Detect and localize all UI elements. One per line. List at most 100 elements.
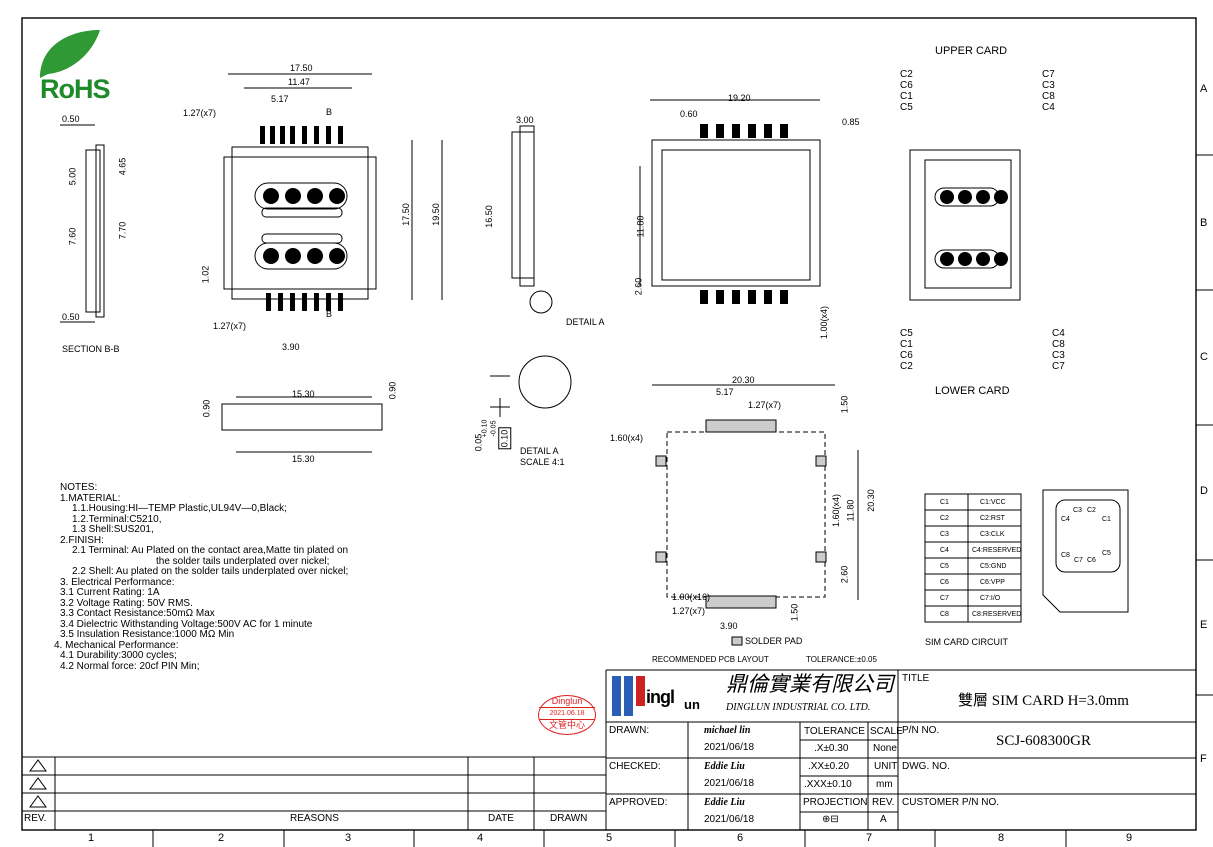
- part-number: SCJ-608300GR: [996, 733, 1092, 749]
- pin-label-c5-bottom: C5: [900, 328, 913, 339]
- tolerance-label: TOLERANCE: [804, 726, 865, 737]
- pcb-dim-3-90: 3.90: [720, 621, 738, 631]
- column-label-1: 1: [88, 832, 95, 844]
- pin-label-c2-bottom: C2: [900, 361, 913, 372]
- detail-a-callout: DETAIL A: [566, 317, 605, 327]
- checked-date: 2021/06/18: [704, 778, 755, 789]
- approved-label: APPROVED:: [609, 797, 668, 808]
- pcb-tolerance: TOLERANCE:±0.05: [806, 655, 877, 664]
- dim-19-20: 19.20: [728, 93, 751, 103]
- flatness-callout: 0.10: [498, 427, 512, 450]
- sim-table-pin: C7: [940, 595, 949, 602]
- pin-label-c3-bottom: C3: [1052, 350, 1065, 361]
- chip-c1: C1: [1102, 516, 1111, 523]
- pin-label-c1-top: C1: [900, 91, 913, 102]
- note-line: 2.1 Terminal: Au Plated on the contact a…: [72, 545, 349, 556]
- dim-16-50: 16.50: [483, 205, 494, 228]
- sim-table-function: C8:RESERVED: [972, 611, 1022, 618]
- tolerance-2: .XX±0.20: [808, 761, 850, 772]
- note-line: 1.3 Shell:SUS201,: [72, 524, 154, 535]
- pcb-dim-2-60: 2.60: [839, 565, 850, 584]
- dim-2-60: 2.60: [633, 277, 644, 296]
- pin-label-c7-top: C7: [1042, 69, 1055, 80]
- dim-0-50-bottom: 0.50: [62, 312, 80, 322]
- unit-label: UNIT: [874, 761, 898, 772]
- column-label-3: 3: [345, 832, 352, 844]
- note-line: 2.2 Shell: Au plated on the solder tails…: [72, 566, 349, 577]
- note-line: 4. Mechanical Performance:: [54, 639, 179, 651]
- sim-table-pin: C6: [940, 579, 949, 586]
- rev-label: REV.: [872, 797, 895, 808]
- detail-a-tolerance-minus: -0.05: [490, 420, 498, 437]
- dim-5-17: 5.17: [271, 94, 289, 104]
- pcb-dim-20-30: 20.30: [732, 375, 755, 385]
- dim-7-70: 7.70: [117, 221, 128, 240]
- rev-header: REV.: [24, 813, 47, 824]
- chip-c3: C3: [1073, 507, 1082, 514]
- pn-label: P/N NO.: [902, 725, 940, 736]
- sim-table-pin: C5: [940, 563, 949, 570]
- note-line: 4.2 Normal force: 20cf PIN Min;: [60, 660, 200, 672]
- approved-by: Eddie Liu: [704, 797, 745, 808]
- column-label-2: 2: [218, 832, 225, 844]
- note-line: 3.1 Current Rating: 1A: [60, 587, 160, 598]
- chip-c5: C5: [1102, 550, 1111, 557]
- dim-11-47: 11.47: [288, 77, 310, 87]
- sim-card-circuit-caption: SIM CARD CIRCUIT: [925, 637, 1008, 647]
- pcb-dim-1-50-bottom: 1.50: [789, 603, 800, 622]
- upper-card-label: UPPER CARD: [935, 45, 1008, 57]
- note-line: 3.5 Insulation Resistance:1000 MΩ Min: [60, 629, 235, 640]
- section-caption: SECTION B-B: [62, 344, 120, 354]
- section-b-marker-bottom: B: [326, 309, 333, 319]
- dim-pitch-top: 1.27(x7): [183, 108, 217, 118]
- sim-table-pin: C2: [940, 515, 949, 522]
- dim-0-50-top: 0.50: [62, 114, 80, 124]
- tolerance-3: .XXX±0.10: [804, 779, 852, 790]
- column-label-8: 8: [998, 832, 1005, 844]
- projection-label: PROJECTION: [803, 797, 868, 808]
- solder-pad-legend: SOLDER PAD: [745, 636, 803, 646]
- note-line: 3.4 Dielectric Withstanding Voltage:500V…: [60, 618, 313, 630]
- pcb-dim-11-80: 11.80: [845, 499, 856, 522]
- customer-pn-label: CUSTOMER P/N NO.: [902, 797, 1000, 808]
- note-line: the solder tails underplated over nickel…: [156, 555, 330, 567]
- chip-c4: C4: [1061, 516, 1070, 523]
- checked-by: Eddie Liu: [704, 761, 745, 772]
- column-label-4: 4: [477, 832, 484, 844]
- pcb-dim-1-60-x4: 1.60(x4): [610, 433, 644, 443]
- note-line: 3.2 Voltage Rating: 50V RMS.: [60, 597, 193, 609]
- chip-c6: C6: [1087, 557, 1096, 564]
- row-label-e: E: [1200, 619, 1208, 631]
- drawing-title: 雙層 SIM CARD H=3.0mm: [958, 693, 1129, 709]
- sim-table-function: C1:VCC: [980, 499, 1006, 506]
- note-line: 1.2.Terminal:C5210,: [72, 513, 162, 525]
- column-label-6: 6: [737, 832, 744, 844]
- stamp-line-2: 2021.06.18: [539, 707, 595, 720]
- pin-label-c1-bottom: C1: [900, 339, 913, 350]
- stamp-line-1: Dinglun: [551, 696, 583, 706]
- pin-label-c8-top: C8: [1042, 91, 1055, 102]
- pin-label-c3-top: C3: [1042, 80, 1055, 91]
- approval-stamp: Dinglun 2021.06.18 文管中心: [538, 695, 596, 735]
- dim-5-00: 5.00: [67, 167, 78, 186]
- dim-pitch-bottom: 1.27(x7): [213, 321, 247, 331]
- pin-label-c4-top: C4: [1042, 102, 1055, 113]
- row-label-f: F: [1200, 753, 1207, 765]
- chip-c2: C2: [1087, 507, 1096, 514]
- pcb-dim-pitch-bottom: 1.27(x7): [672, 606, 706, 616]
- note-line: 1.MATERIAL:: [60, 492, 121, 504]
- pin-label-c4-bottom: C4: [1052, 328, 1065, 339]
- row-label-a: A: [1200, 83, 1208, 95]
- pin-label-c8-bottom: C8: [1052, 339, 1065, 350]
- pin-label-c5-top: C5: [900, 102, 913, 113]
- company-name-english: DINGLUN INDUSTRIAL CO. LTD.: [726, 702, 871, 713]
- chip-c8: C8: [1061, 552, 1070, 559]
- dim-17-50-vertical: 17.50: [400, 203, 411, 226]
- sim-table-function: C6:VPP: [980, 579, 1005, 586]
- pcb-caption: RECOMMENDED PCB LAYOUT: [652, 655, 769, 664]
- pcb-dim-1-50-top: 1.50: [839, 395, 850, 414]
- sim-table-function: C4:RESERVED: [972, 547, 1022, 554]
- sim-table-function: C5:GND: [980, 563, 1007, 570]
- sim-table-pin: C4: [940, 547, 949, 554]
